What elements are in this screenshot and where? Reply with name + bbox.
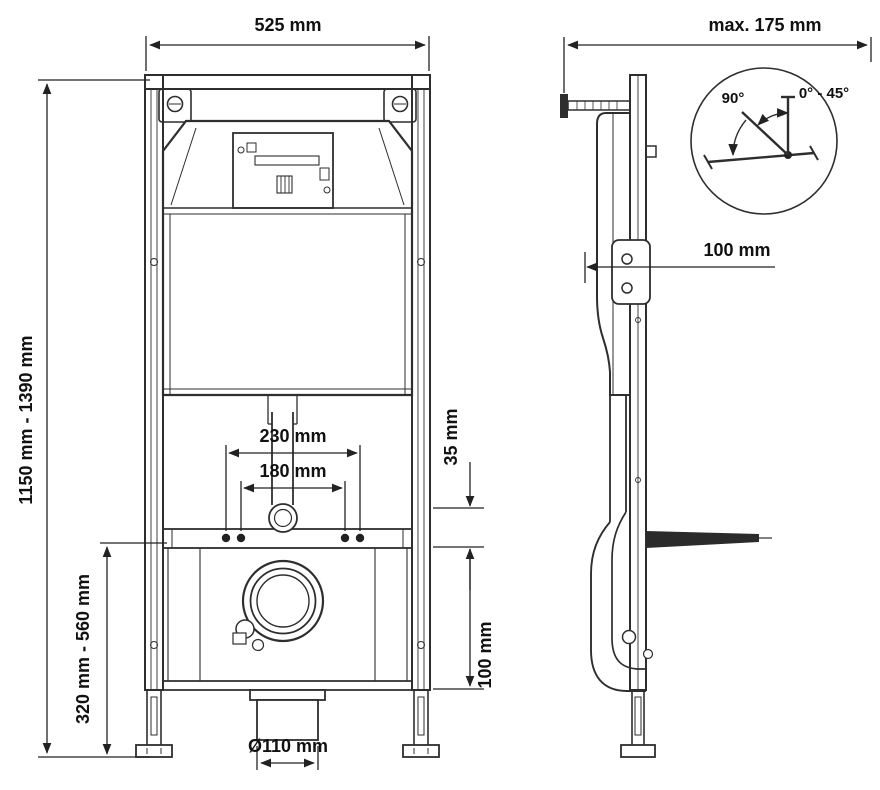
label-height: 1150 mm - 1390 mm (16, 335, 36, 504)
label-width: 525 mm (254, 15, 321, 35)
dim-plate-100 (584, 252, 775, 283)
label-offset: 35 mm (441, 408, 461, 465)
label-bolts-outer: 230 mm (259, 426, 326, 446)
side-flush-pipe (590, 395, 654, 692)
label-depth: max. 175 mm (708, 15, 821, 35)
waste-outlet (241, 559, 325, 643)
side-rail (629, 74, 647, 691)
label-lower: 100 mm (475, 621, 495, 688)
side-foot (620, 690, 656, 758)
dim-offset-35 (433, 462, 484, 590)
wall-mount-tab-right (383, 88, 417, 123)
actuator-lever (703, 95, 819, 170)
top-crossmember (144, 74, 431, 90)
dimensions-side (563, 37, 872, 283)
side-view (560, 67, 838, 758)
drain-symbol (276, 175, 293, 194)
dim-depth-175 (563, 37, 872, 93)
flush-pipe-holder (268, 503, 298, 533)
inlet-fitting (232, 619, 265, 652)
dim-drain-110 (256, 746, 319, 770)
dim-bolts-180 (240, 481, 346, 531)
dim-outlet-height-320-560 (100, 542, 167, 755)
sweep-arc-90 (728, 119, 747, 156)
flush-plate-opening (232, 132, 334, 209)
dim-lower-100 (433, 549, 484, 690)
pan-support-bar (646, 531, 772, 548)
label-plate: 100 mm (703, 240, 770, 260)
right-rail (411, 74, 431, 691)
front-view (135, 74, 440, 758)
label-angle-range: 0° - 45° (799, 85, 849, 102)
dim-bolts-230 (225, 445, 361, 531)
mounting-plate (611, 239, 651, 305)
label-outlet-height: 320 mm - 560 mm (73, 574, 93, 724)
label-drain-diameter: Ø110 mm (248, 736, 328, 756)
wall-mount-tab-left (158, 88, 192, 123)
dim-width-525 (145, 36, 430, 71)
left-foot (135, 690, 173, 758)
actuation-angle-detail (690, 67, 838, 215)
cistern-tank (161, 119, 414, 397)
dimensions-front (38, 36, 484, 770)
label-bolts-inner: 180 mm (259, 461, 326, 481)
right-foot (402, 690, 440, 758)
label-angle-sweep: 90° (722, 90, 745, 107)
range-arc-0-45 (757, 108, 789, 126)
top-bracket-bolt (645, 145, 657, 158)
left-rail (144, 74, 164, 691)
drain-pipe (249, 689, 326, 741)
fixing-bolts (221, 533, 365, 543)
dim-height-1150-1390 (38, 79, 150, 758)
